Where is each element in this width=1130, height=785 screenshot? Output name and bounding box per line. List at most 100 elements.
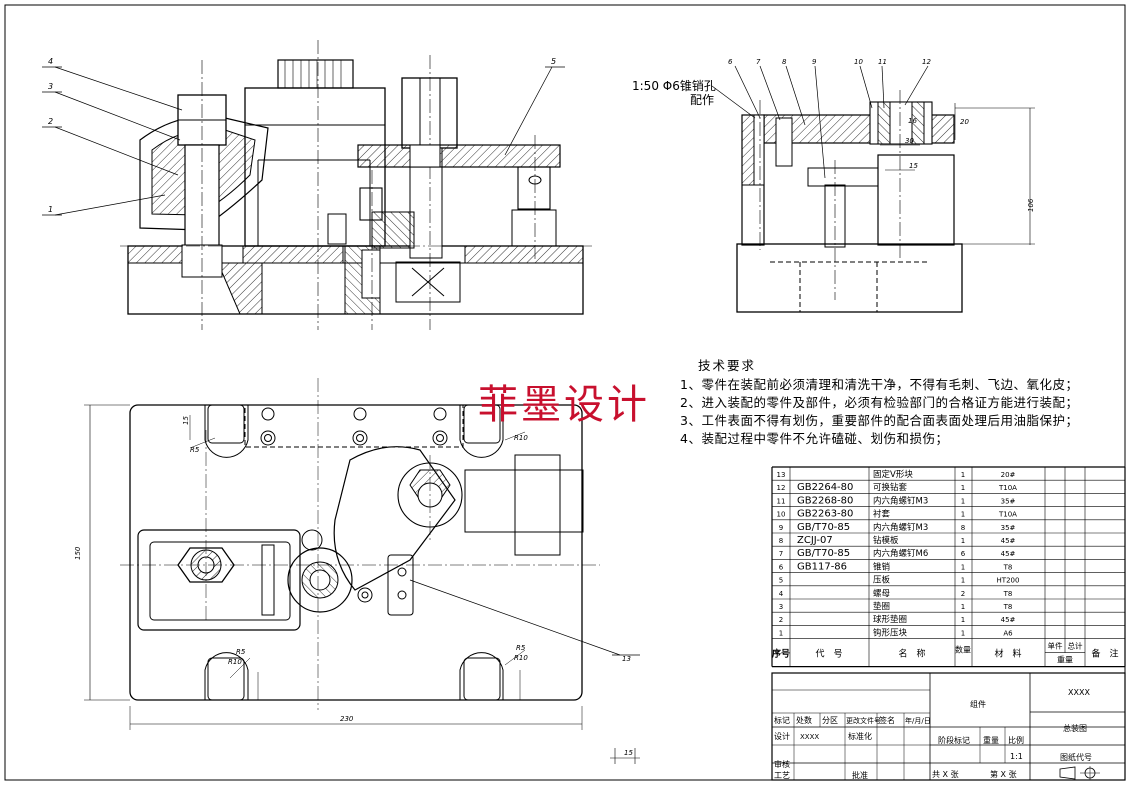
bom-row-no: 12	[777, 484, 786, 492]
callout-5: 5	[551, 57, 556, 66]
bom-row-name: 可换钻套	[873, 482, 908, 493]
dim-230: 230	[340, 715, 354, 723]
callout-11: 11	[878, 58, 887, 66]
title-block-text: XXXX 组件 总装图 标记 处数 分区 更改文件号 签名 年/月/日 设计 X…	[774, 688, 1092, 780]
bom-row-material: T10A	[998, 484, 1017, 492]
bom-row-name: 螺母	[873, 588, 890, 599]
bom-row-no: 6	[779, 563, 784, 571]
dim-r10-bl: R10	[228, 658, 242, 666]
bom-row-no: 9	[779, 524, 783, 532]
weight-label: 重量	[983, 735, 999, 745]
company-name: XXXX	[1068, 688, 1090, 697]
dim-r5-bl: R5	[236, 648, 246, 656]
bom-row-name: 固定V形块	[873, 469, 913, 480]
bom-row-qty: 1	[961, 497, 965, 505]
tech-requirement-2: 2、进入装配的零件及部件，必须有检验部门的合格证方能进行装配；	[680, 395, 1079, 410]
bom-row-qty: 2	[961, 590, 965, 598]
bom-row-qty: 8	[961, 524, 965, 532]
bom-row-qty: 6	[961, 550, 966, 558]
bom-row-qty: 1	[961, 629, 965, 637]
bom-header-no: 序号	[772, 648, 790, 660]
bom-header-name: 名 称	[898, 648, 925, 660]
bom-row-no: 4	[779, 590, 784, 598]
side-view	[711, 65, 1035, 313]
bom-row-code: GB2268-80	[797, 495, 853, 506]
bom-header-material: 材 料	[994, 648, 1021, 660]
bom-row-name: 内六角螺钉M3	[873, 495, 928, 506]
bom-row-qty: 1	[961, 537, 965, 545]
watermark-text: 菲墨设计	[478, 382, 650, 428]
bom-row-name: 内六角螺钉M3	[873, 522, 928, 533]
mark-label: 标记	[774, 715, 790, 725]
dim-150: 150	[74, 546, 82, 560]
signature-label: 签名	[879, 715, 895, 725]
callout-9: 9	[812, 58, 817, 66]
bom-row-no: 7	[779, 550, 783, 558]
bom-row-no: 13	[777, 471, 786, 479]
bom-row-code: GB2264-80	[797, 482, 853, 493]
bom-row-no: 5	[779, 577, 783, 585]
bom-row-code: GB/T70-85	[797, 522, 850, 533]
bom-row-material: 35#	[1001, 497, 1016, 505]
bom-row-name: 内六角螺钉M6	[873, 548, 928, 559]
side-view-dimensions: 16 30 20 15 106	[905, 117, 1035, 212]
side-view-callouts: 6 7 8 9 10 11 12	[728, 58, 931, 66]
tech-requirement-3: 3、工件表面不得有划伤，重要部件的配合面表面处理后用油脂保护；	[680, 413, 1079, 428]
taper-pin-note-2: 配作	[690, 93, 714, 107]
designer-name: XXXX	[800, 733, 819, 741]
bom-row-name: 压板	[873, 575, 891, 586]
bom-row-code: GB2263-80	[797, 509, 853, 520]
bom-row-qty: 1	[961, 577, 965, 585]
process-label: 工艺	[774, 771, 790, 780]
bom-row-code: ZCJJ-07	[797, 535, 833, 546]
tech-requirement-1: 1、零件在装配前必须清理和清洗干净，不得有毛刺、飞边、氧化皮；	[680, 377, 1079, 392]
sheets-total: 共 X 张	[932, 770, 959, 779]
bom-row-no: 10	[777, 511, 786, 519]
bom-row-material: T8	[1003, 590, 1013, 598]
dim-r10-br: R10	[514, 654, 528, 662]
date-label: 年/月/日	[905, 716, 931, 725]
bom-row-material: 45#	[1001, 537, 1016, 545]
dim-20: 20	[960, 118, 969, 126]
stage-mark-label: 阶段标记	[938, 735, 970, 745]
bom-header-qty: 数量	[955, 645, 971, 655]
bom-row-material: 20#	[1001, 471, 1016, 479]
tech-requirement-4: 4、装配过程中零件不允许磕碰、划伤和损伤；	[680, 431, 949, 446]
plan-view	[84, 378, 640, 764]
drawing-code-label: 图纸代号	[1060, 752, 1092, 762]
bom-row-qty: 1	[961, 603, 965, 611]
bom-row-name: 球形垫圈	[873, 614, 907, 625]
bom-row-qty: 1	[961, 616, 965, 624]
bom-row-no: 8	[779, 537, 783, 545]
scale-value: 1:1	[1010, 752, 1023, 761]
callout-10: 10	[854, 58, 863, 66]
plan-view-dimensions: 150 230 15 15 R5 R10 R5 R10 R10 R5 13	[74, 416, 633, 757]
callout-1: 1	[48, 205, 53, 214]
bom-row-name: 垫圈	[873, 601, 890, 612]
dim-16: 16	[908, 117, 917, 125]
callout-2: 2	[48, 117, 53, 126]
bom-row-qty: 1	[961, 484, 965, 492]
bom-row-qty: 1	[961, 563, 965, 571]
review-label: 审核	[774, 759, 790, 769]
bom-row-material: 45#	[1001, 616, 1016, 624]
bom-row-name: 钩形压块	[873, 627, 908, 638]
bom-table	[771, 466, 1126, 668]
bom-row-material: T8	[1003, 563, 1013, 571]
dim-106: 106	[1027, 198, 1035, 212]
bom-row-no: 1	[779, 629, 783, 637]
bom-row-material: T10A	[998, 511, 1017, 519]
callout-7: 7	[756, 58, 761, 66]
dim-15-bottom: 15	[624, 749, 633, 757]
bom-row-material: HT200	[997, 577, 1020, 585]
bom-header-remark: 备 注	[1091, 648, 1118, 660]
callout-4: 4	[48, 57, 53, 66]
taper-pin-note: 1:50 Φ6锥销孔	[632, 79, 716, 93]
dim-r10-tr: R10	[514, 434, 528, 442]
bom-row-no: 11	[777, 497, 786, 505]
bom-row-no: 3	[779, 603, 783, 611]
dim-15: 15	[909, 162, 918, 170]
approve-label: 批准	[852, 770, 868, 780]
division-label: 分区	[822, 716, 838, 725]
bom-header-total-weight: 总计	[1068, 641, 1084, 651]
